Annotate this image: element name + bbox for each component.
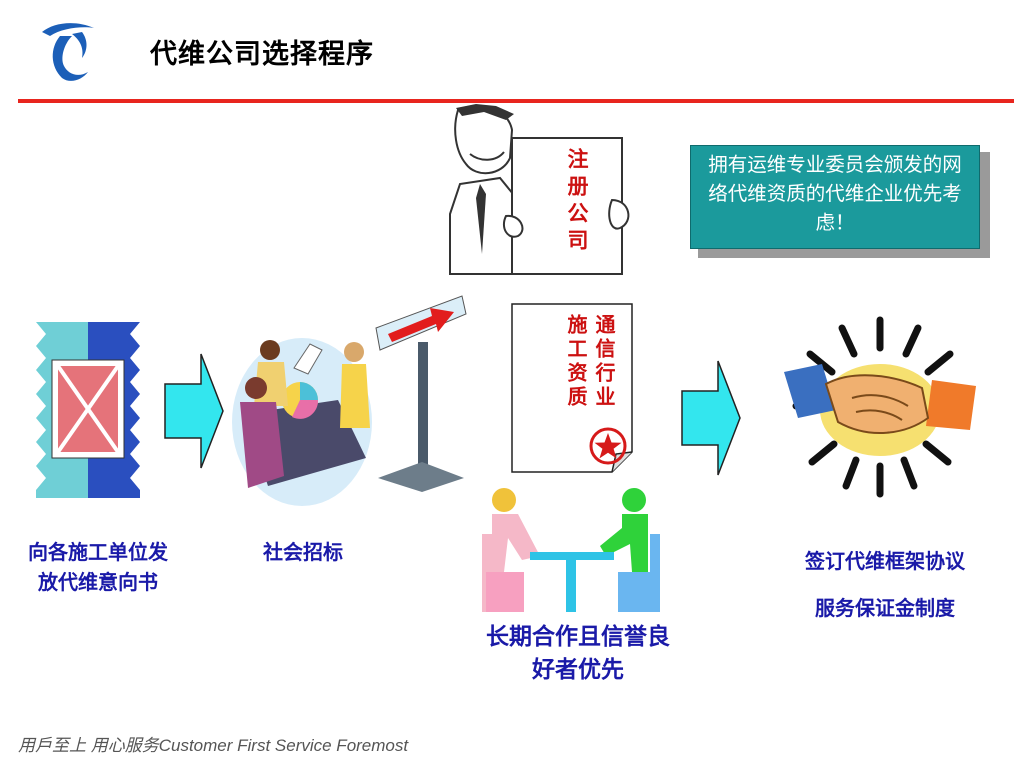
step3-label: 长期合作且信誉良好者优先 (486, 623, 670, 683)
man-with-sign-illustration (449, 104, 630, 275)
envelope-icon (36, 322, 140, 498)
arrow-right-icon (681, 360, 741, 476)
step2-label: 社会招标 (263, 540, 343, 564)
certificate-document (511, 303, 633, 473)
title-divider (18, 99, 1014, 103)
page-title: 代维公司选择程序 (150, 39, 374, 70)
step1-label: 向各施工单位发放代维意向书 (28, 540, 168, 594)
sign-text: 注册公司 (565, 148, 590, 256)
meeting-illustration (232, 338, 372, 506)
step4-label-line1: 签订代维框架协议 (805, 549, 965, 573)
step4-label-line2: 服务保证金制度 (815, 596, 955, 620)
signpost-arrow-icon (375, 295, 467, 492)
handshake-icon (784, 316, 976, 498)
arrow-right-icon (164, 353, 224, 469)
certificate-text-line2: 施工资质 (564, 314, 588, 410)
company-logo (42, 23, 94, 81)
priority-callout: 拥有运维专业委员会颁发的网络代维资质的代维企业优先考虑！ (690, 145, 980, 249)
partners-meeting-illustration (482, 488, 660, 612)
certificate-text-line1: 通信行业 (592, 314, 616, 410)
footer-slogan: 用戶至上 用心服务Customer First Service Foremost (18, 736, 409, 755)
